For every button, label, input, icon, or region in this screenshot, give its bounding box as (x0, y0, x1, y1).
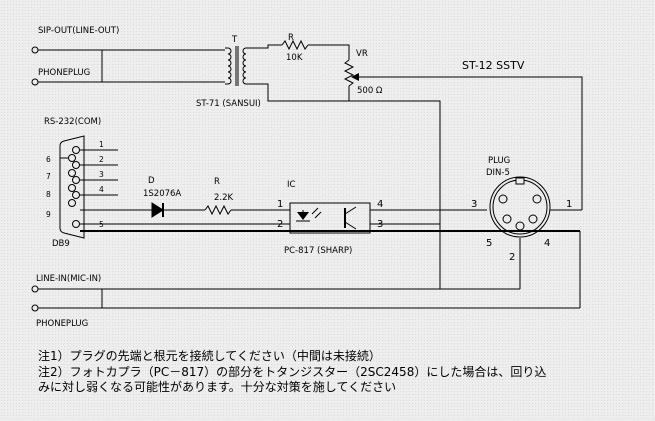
transformer-part: ST-71 (SANSUI) (196, 99, 261, 109)
din5-plug (489, 176, 551, 238)
din-pin-4: 4 (544, 238, 550, 249)
note-2-continued: みに対し弱くなる可能性があります。十分な対策を施してください (38, 380, 397, 394)
db9-pin-1: 1 (99, 140, 104, 149)
din-pin-5: 5 (486, 238, 492, 249)
vr-wiper-wire (360, 76, 583, 205)
resistor-to-vr-wire (308, 44, 350, 60)
line-in-phoneplug (31, 285, 580, 312)
db9-pin-7: 7 (46, 172, 51, 181)
resistor-r-value: 10K (286, 53, 303, 63)
db9-pin-8: 8 (46, 190, 51, 199)
resistor-2k2 (204, 204, 232, 216)
db9-label: DB9 (52, 239, 70, 249)
transformer (225, 46, 247, 86)
resistor-r2-ref: R (214, 177, 220, 187)
din-pin-3: 3 (471, 199, 477, 210)
diode-part: 1S2076A (143, 189, 181, 199)
ic-pin-4: 4 (377, 199, 383, 210)
db9-pin-2: 2 (99, 155, 104, 164)
photocoupler-ic (289, 202, 371, 234)
rs232-label: RS-232(COM) (44, 117, 101, 127)
ic-phototransistor (344, 206, 357, 230)
db9-pin-6: 6 (46, 155, 51, 164)
ic-pin-2: 2 (277, 219, 283, 230)
db9-connector (59, 135, 118, 239)
secondary-bottom-wire (246, 83, 441, 232)
transformer-ref: T (231, 35, 238, 45)
diode-ref: D (148, 176, 155, 186)
din-pin-2: 2 (509, 252, 515, 263)
diode (151, 202, 164, 218)
db9-pin-3: 3 (99, 170, 104, 179)
ic-pin-1: 1 (277, 199, 283, 210)
sstv-title: ST-12 SSTV (462, 59, 525, 72)
sip-out-phoneplug (31, 46, 102, 86)
note-2: 注2）フォトカプラ（PC－817）の部分をトタンジスター（2SC2458）にした… (38, 364, 547, 379)
vr-ref: VR (356, 49, 368, 59)
ic-part: PC-817 (SHARP) (284, 246, 352, 256)
plug-type: DIN-5 (486, 168, 510, 178)
vr-value: 500 Ω (357, 86, 383, 96)
note-1: 注1）プラグの先端と根元を接続してください（中間は未接続） (38, 349, 381, 363)
db9-pin-9: 9 (46, 210, 51, 219)
line-in-label: LINE-IN(MIC-IN) (36, 274, 101, 284)
ic-led (296, 207, 322, 222)
resistor-r2-value: 2.2K (214, 193, 234, 203)
db9-pin-4: 4 (99, 185, 104, 194)
phoneplug-bottom-label: PHONEPLUG (36, 319, 88, 329)
secondary-top-wire (246, 44, 282, 49)
phoneplug-top-label: PHONEPLUG (38, 68, 90, 78)
resistor-r-ref: R (288, 33, 294, 43)
din-pin-1: 1 (566, 199, 572, 210)
resistor-10k (281, 39, 309, 51)
variable-resistor (343, 59, 355, 87)
sip-out-label: SIP-OUT(LINE-OUT) (38, 26, 119, 36)
ic-ref: IC (287, 180, 296, 190)
notes-block: 注1）プラグの先端と根元を接続してください（中間は未接続） 注2）フォトカプラ（… (38, 349, 650, 396)
plug-title: PLUG (488, 156, 510, 166)
